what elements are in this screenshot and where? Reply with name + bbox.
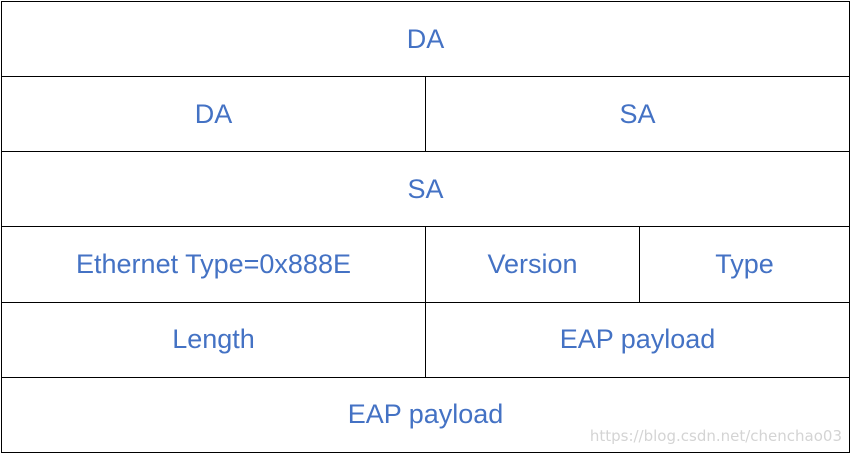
field-length: Length xyxy=(1,301,426,378)
field-eap-payload: EAP payload xyxy=(0,376,851,454)
field-da: DA xyxy=(0,0,851,78)
field-version: Version xyxy=(425,226,640,303)
frame-row-5: Length EAP payload xyxy=(1,301,851,378)
field-eap-payload: EAP payload xyxy=(424,301,851,378)
field-da: DA xyxy=(1,76,426,153)
frame-row-6: EAP payload xyxy=(0,376,851,454)
field-ethernet-type: Ethernet Type=0x888E xyxy=(1,226,426,303)
field-type: Type xyxy=(638,226,851,303)
frame-row-2: DA SA xyxy=(1,76,851,153)
field-sa: SA xyxy=(0,151,851,228)
frame-row-1: DA xyxy=(0,0,851,78)
frame-row-4: Ethernet Type=0x888E Version Type xyxy=(1,226,851,303)
field-sa: SA xyxy=(424,76,851,153)
watermark-url: https://blog.csdn.net/chenchao03 xyxy=(589,427,842,445)
frame-row-3: SA xyxy=(0,151,851,228)
